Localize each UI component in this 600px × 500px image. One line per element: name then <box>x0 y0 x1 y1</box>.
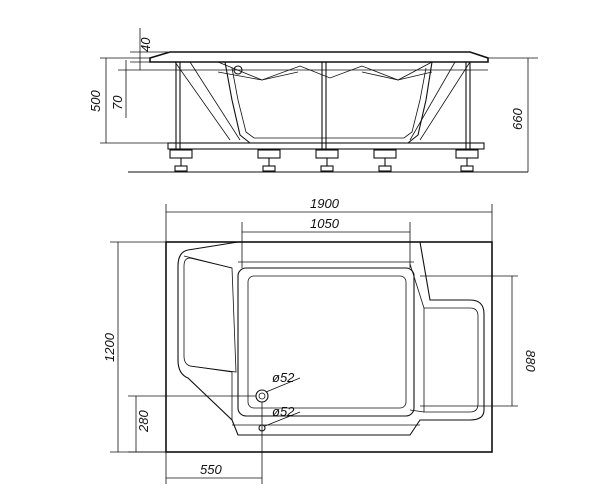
dim-1900-label: 1900 <box>310 196 340 211</box>
right-seat <box>423 307 479 413</box>
basin-edges <box>232 261 420 426</box>
dim-660: 660 <box>488 57 538 172</box>
drain-2-label: ø52 <box>272 404 295 419</box>
rim-zigzag <box>217 61 433 81</box>
dim-660-label: 660 <box>510 108 525 130</box>
dim-1050: 1050 <box>241 216 411 268</box>
drain-leader-1 <box>265 377 301 393</box>
dim-70-label: 70 <box>110 95 125 110</box>
dim-500-label: 500 <box>88 90 103 112</box>
rim <box>149 51 489 63</box>
drain-leader-2 <box>264 411 301 427</box>
left-seat <box>183 257 237 373</box>
basin-floor-outer <box>237 267 415 417</box>
base-frame <box>167 142 485 150</box>
frame-struts <box>174 61 471 141</box>
feet <box>169 149 479 172</box>
dim-1050-label: 1050 <box>310 216 340 231</box>
dim-550-label: 550 <box>200 462 222 477</box>
drain-main-inner <box>258 392 266 400</box>
basin-outline <box>177 241 485 436</box>
dim-880-label: 880 <box>523 350 538 372</box>
right-seat-edges <box>409 263 425 413</box>
rim-zigzag-lower <box>217 71 433 81</box>
dim-550: 550 <box>165 402 263 484</box>
dim-280-label: 280 <box>136 410 151 433</box>
dim-880: 880 <box>420 275 538 407</box>
dim-40-label: 40 <box>138 37 153 52</box>
basin-floor-inner <box>247 275 407 409</box>
dim-280: 280 <box>128 395 256 453</box>
dim-1900: 1900 <box>165 196 493 242</box>
dim-1200-label: 1200 <box>102 332 117 362</box>
tub-body <box>224 61 433 144</box>
left-seat-edges <box>183 255 233 420</box>
top-view: ø52 ø52 1900 1050 1200 880 <box>102 196 538 484</box>
dim-70: 70 <box>110 60 150 118</box>
drain-1-label: ø52 <box>272 370 295 385</box>
overflow-fitting <box>233 65 243 75</box>
frame-posts <box>175 62 471 150</box>
dim-1200: 1200 <box>102 241 166 453</box>
side-view: 40 70 500 660 <box>88 28 538 173</box>
dim-40: 40 <box>130 28 168 70</box>
tub-inner <box>231 67 427 139</box>
dim-500: 500 <box>88 57 168 144</box>
